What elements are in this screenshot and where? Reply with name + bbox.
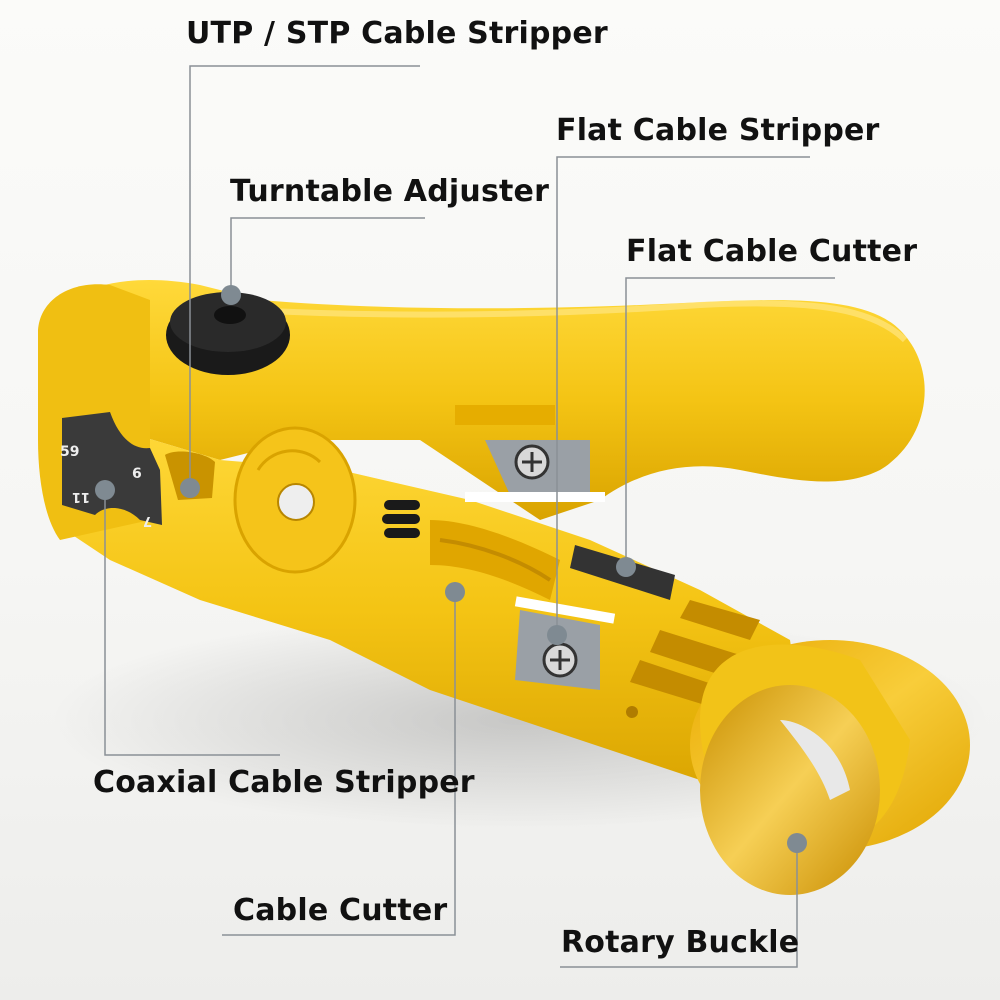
channel-groove [439, 538, 552, 582]
dot-turntable [221, 285, 241, 305]
knob-thread [214, 306, 246, 324]
cable-channel [430, 520, 560, 600]
rotary-buckle-inner [700, 685, 880, 895]
upper-screw-slot [522, 452, 542, 472]
leader-lines [104, 65, 835, 968]
leader-rotary-buckle [560, 843, 798, 968]
spring [382, 500, 420, 538]
dot-utp-stp [180, 478, 200, 498]
blade-edge-lower [514, 596, 616, 624]
dot-coaxial [95, 480, 115, 500]
small-hole [626, 706, 638, 718]
lower-body [45, 420, 794, 800]
leader-turntable [230, 217, 425, 295]
leader-cable-cutter [222, 590, 456, 936]
label-flat-cable-stripper: Flat Cable Stripper [556, 113, 880, 148]
blade-mark-59: 59 [60, 444, 79, 460]
upper-slot [455, 405, 555, 425]
leader-flat-cutter [625, 277, 835, 567]
blade-mark-7: 7 [143, 513, 152, 528]
handle-highlight [249, 300, 908, 343]
pivot-hole [277, 483, 315, 521]
lower-screw-slot [550, 650, 570, 670]
label-cable-cutter: Cable Cutter [233, 893, 448, 928]
label-utp-stp-cable-stripper: UTP / STP Cable Stripper [186, 16, 608, 51]
leader-dots [95, 285, 807, 853]
vent-grid [630, 600, 760, 705]
rotate-arrow-mark [256, 449, 322, 471]
blade-mark-6: 6 [132, 466, 142, 482]
blade-edge-upper [465, 492, 605, 502]
dot-flat-stripper [547, 625, 567, 645]
dot-cable-cutter [445, 582, 465, 602]
ring-opening [780, 720, 850, 800]
label-turntable-adjuster: Turntable Adjuster [230, 174, 550, 209]
blade-mark-11: 11 [72, 489, 90, 504]
label-coaxial-cable-stripper: Coaxial Cable Stripper [93, 765, 475, 800]
dot-rotary-buckle [787, 833, 807, 853]
leader-utp-stp [189, 65, 420, 488]
dot-flat-cutter [616, 557, 636, 577]
coax-blade-plate [62, 412, 162, 525]
leader-flat-stripper [556, 156, 810, 635]
label-rotary-buckle: Rotary Buckle [561, 925, 800, 960]
label-flat-cable-cutter: Flat Cable Cutter [626, 234, 918, 269]
leader-coaxial [104, 490, 280, 756]
